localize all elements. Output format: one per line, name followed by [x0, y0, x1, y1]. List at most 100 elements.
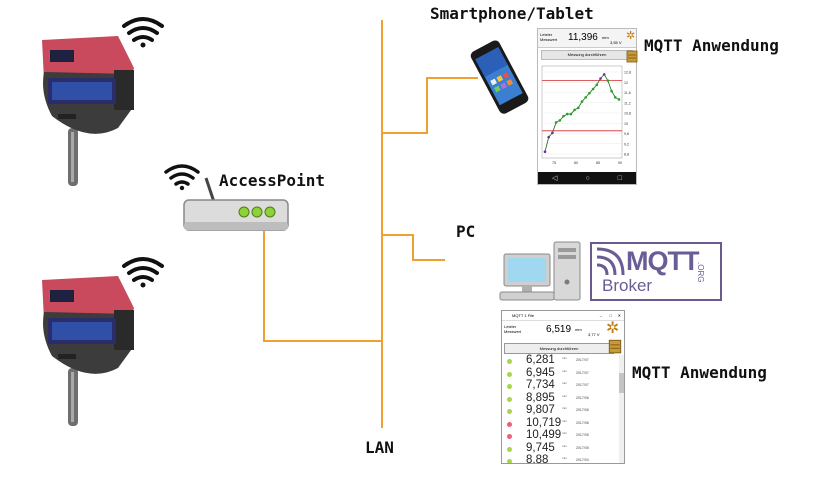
broker-logo-sub: Broker: [602, 276, 653, 295]
home-icon[interactable]: ○: [585, 174, 590, 182]
phone-app-header-label: Letzter Messwert: [540, 32, 558, 42]
broker-logo-org: .ORG: [696, 262, 705, 283]
measurement-value: 8,895: [526, 391, 555, 404]
list-item[interactable]: 9,807 mm 2017/06: [504, 404, 616, 418]
chart-point: [584, 96, 587, 99]
measurement-unit: mm: [562, 406, 567, 410]
wire-phone-h: [381, 132, 427, 134]
mqtt-app-label-bottom: MQTT Anwendung: [632, 363, 767, 382]
phone-app-voltage: 3,55 V: [610, 40, 622, 45]
dial-gauge-bottom: [42, 257, 164, 426]
chart-point: [562, 114, 565, 118]
pc-measure-button[interactable]: Messung durchführen: [504, 343, 614, 354]
measurement-value: 9,807: [526, 404, 555, 416]
list-item[interactable]: 7,734 mm 2017/07: [504, 379, 616, 393]
wifi-icon: [122, 257, 164, 288]
chart-point: [610, 89, 613, 93]
window-minimize-icon[interactable]: –: [599, 313, 602, 318]
dial-gauge-top: [42, 17, 164, 186]
chart-y-tick: 11,6: [624, 91, 631, 95]
phone-app-unit: mm: [602, 35, 609, 40]
status-dot: [507, 421, 512, 427]
back-icon[interactable]: ◁: [552, 175, 558, 182]
chart-point: [614, 96, 617, 99]
recents-icon[interactable]: □: [617, 174, 622, 182]
measurement-value: 6,945: [526, 366, 555, 379]
window-maximize-icon[interactable]: □: [609, 313, 612, 318]
scrollbar[interactable]: [619, 355, 624, 463]
wire-pc-v: [412, 234, 414, 261]
measurement-date: 2017/07: [576, 370, 589, 375]
wifi-icon: [122, 17, 164, 48]
pc-archive-icon: [608, 339, 622, 354]
chart-point: [547, 135, 550, 139]
broker-logo-mqtt: MQTT: [626, 246, 699, 276]
settings-gear-icon[interactable]: ✲: [626, 30, 636, 42]
accesspoint-label: AccessPoint: [219, 171, 325, 190]
pc-app-voltage: 3,77 V: [588, 332, 600, 337]
smartphone-device: [470, 40, 529, 114]
chart-point: [617, 98, 621, 101]
measurement-unit: mm: [562, 418, 567, 423]
chart-y-tick: 8,8: [624, 153, 629, 157]
measurement-unit: mm: [562, 393, 567, 398]
measurement-date: 2017/07: [576, 383, 589, 387]
chart-point: [588, 91, 591, 95]
pc-app-unit: mm: [575, 327, 582, 332]
accesspoint-router: [164, 164, 289, 231]
pc-app-header: Letzter Messwert 6,519 mm 3,77 V: [502, 321, 624, 341]
measurement-date: 2017/06: [576, 408, 589, 412]
measurement-unit: mm: [562, 456, 567, 460]
status-dot: [507, 434, 512, 439]
chart-point: [577, 106, 580, 110]
chart-point: [551, 131, 554, 135]
measurement-value: 7,734: [526, 379, 555, 391]
pc-label: PC: [456, 222, 476, 241]
measurement-unit: mm: [562, 443, 567, 448]
measurement-date: 2017/06: [576, 420, 589, 425]
chart-y-tick: 12,8: [624, 71, 631, 75]
wire-ap-h: [263, 340, 382, 342]
chart-x-tick: 90: [618, 161, 622, 165]
chart-x-tick: 75: [552, 161, 556, 165]
chart-plot-area: [541, 65, 623, 159]
scrollbar-thumb[interactable]: [619, 373, 624, 393]
pc-app-header-label: Letzter Messwert: [504, 324, 522, 334]
status-dot: [507, 409, 512, 414]
pc-computer: [499, 241, 581, 301]
chart-point: [580, 100, 584, 103]
android-nav-bar: ◁ ○ □: [538, 172, 636, 184]
chart-point: [591, 87, 595, 91]
wire-pc-h2: [412, 259, 445, 261]
chart-point: [606, 79, 610, 82]
window-close-icon[interactable]: ✕: [617, 313, 621, 318]
mqtt-broker-logo: MQTT .ORG Broker: [590, 242, 722, 301]
chart-y-tick: 9,6: [624, 132, 629, 136]
archive-icon: [626, 50, 638, 63]
pc-settings-gear-icon[interactable]: ✲: [606, 318, 620, 337]
measurement-unit: mm: [562, 381, 567, 385]
wifi-icon: [164, 164, 200, 191]
chart-point: [573, 108, 576, 112]
wire-ap-v: [263, 231, 265, 342]
chart-point: [602, 73, 606, 76]
chart-point: [543, 150, 547, 154]
phone-app-value: 11,396: [568, 32, 598, 43]
chart-y-tick: 11,2: [624, 101, 631, 105]
wire-pc-h: [381, 234, 413, 236]
chart-point: [554, 121, 558, 124]
chart-point: [595, 83, 599, 87]
chart-point: [569, 112, 573, 116]
measurement-value: 6,281: [526, 354, 555, 366]
pc-app-window: MQTT 1 File – □ ✕ Letzter Messwert 6,519…: [501, 310, 625, 464]
mqtt-app-label-top: MQTT Anwendung: [644, 36, 779, 55]
measure-button[interactable]: Messung durchführen: [541, 50, 633, 60]
